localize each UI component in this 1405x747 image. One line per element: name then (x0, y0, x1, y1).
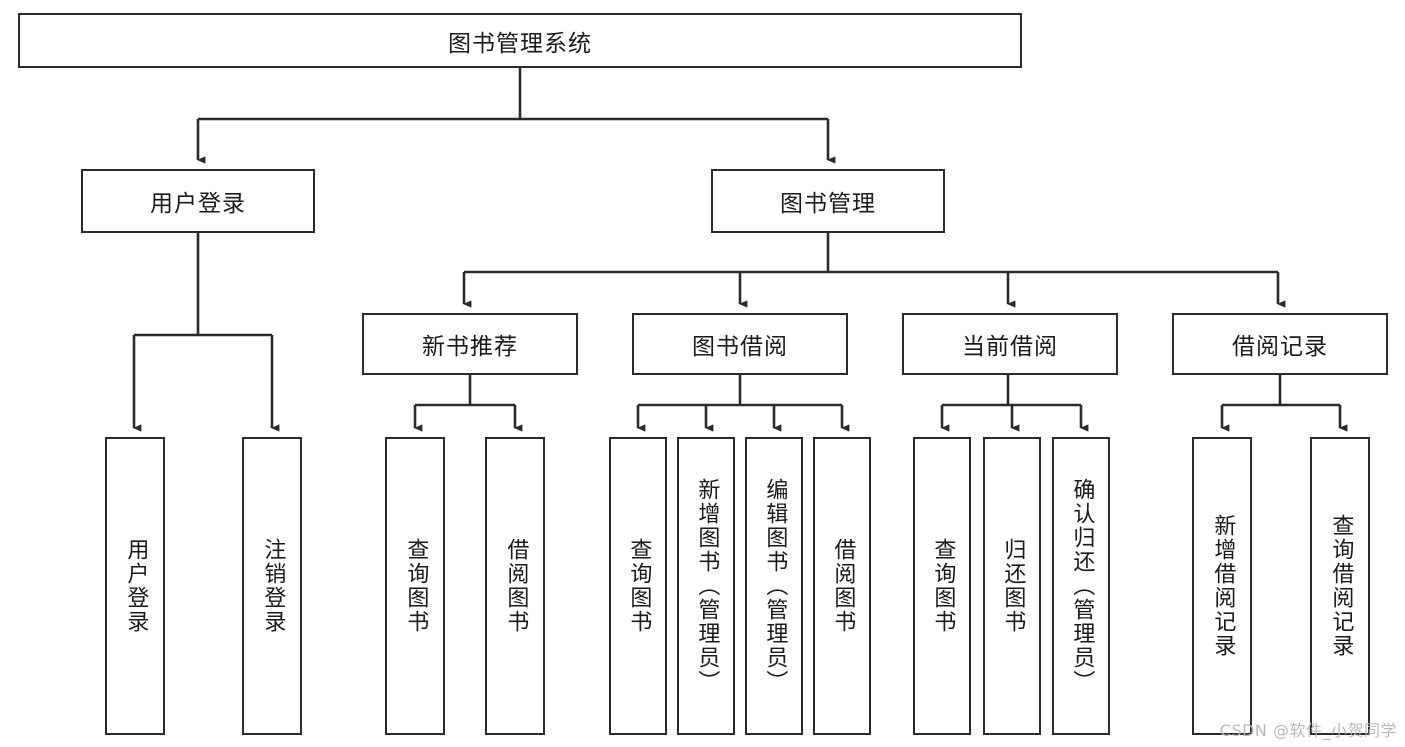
leaf-query-book-current[interactable]: 查询图书 (913, 437, 971, 735)
leaf-borrow-book-borrowing-label: 借阅图书 (830, 538, 856, 634)
leaf-add-book-admin-label: 新增图书（管理员） (694, 478, 720, 694)
leaf-query-borrowing-record[interactable]: 查询借阅记录 (1310, 437, 1370, 735)
leaf-user-login-label: 用户登录 (123, 538, 149, 634)
leaf-query-book-recommendation-label: 查询图书 (403, 538, 429, 634)
node-book-borrowing-label: 图书借阅 (692, 334, 788, 360)
leaf-query-book-current-label: 查询图书 (930, 538, 956, 634)
node-book-management[interactable]: 图书管理 (711, 169, 945, 233)
leaf-add-borrowing-record-label: 新增借阅记录 (1210, 514, 1236, 658)
node-book-management-label: 图书管理 (780, 191, 876, 217)
node-current-borrowing[interactable]: 当前借阅 (902, 313, 1118, 375)
node-borrowing-records-label: 借阅记录 (1232, 334, 1328, 360)
leaf-query-borrowing-record-label: 查询借阅记录 (1328, 514, 1354, 658)
node-root-label: 图书管理系统 (448, 30, 592, 57)
leaf-confirm-return-admin[interactable]: 确认归还（管理员） (1052, 437, 1110, 735)
leaf-edit-book-admin[interactable]: 编辑图书（管理员） (745, 437, 803, 735)
leaf-borrow-book-recommendation-label: 借阅图书 (503, 538, 529, 634)
csdn-watermark: CSDN @软件_小贺同学 (1219, 721, 1397, 740)
leaf-confirm-return-admin-label: 确认归还（管理员） (1069, 478, 1095, 694)
leaf-borrow-book-borrowing[interactable]: 借阅图书 (813, 437, 871, 735)
node-user-login[interactable]: 用户登录 (81, 169, 315, 233)
leaf-logout[interactable]: 注销登录 (242, 437, 302, 735)
leaf-logout-label: 注销登录 (260, 538, 286, 634)
node-current-borrowing-label: 当前借阅 (962, 334, 1058, 360)
node-new-book-recommendation-label: 新书推荐 (422, 334, 518, 360)
node-borrowing-records[interactable]: 借阅记录 (1172, 313, 1388, 375)
node-user-login-label: 用户登录 (150, 191, 246, 217)
node-root[interactable]: 图书管理系统 (18, 13, 1022, 68)
node-new-book-recommendation[interactable]: 新书推荐 (362, 313, 578, 375)
leaf-query-book-borrowing-label: 查询图书 (626, 538, 652, 634)
leaf-user-login[interactable]: 用户登录 (105, 437, 165, 735)
leaf-return-book[interactable]: 归还图书 (983, 437, 1041, 735)
leaf-return-book-label: 归还图书 (1000, 538, 1026, 634)
leaf-add-borrowing-record[interactable]: 新增借阅记录 (1192, 437, 1252, 735)
leaf-query-book-borrowing[interactable]: 查询图书 (609, 437, 667, 735)
leaf-query-book-recommendation[interactable]: 查询图书 (385, 437, 445, 735)
leaf-add-book-admin[interactable]: 新增图书（管理员） (677, 437, 735, 735)
leaf-edit-book-admin-label: 编辑图书（管理员） (762, 478, 788, 694)
leaf-borrow-book-recommendation[interactable]: 借阅图书 (485, 437, 545, 735)
node-book-borrowing[interactable]: 图书借阅 (632, 313, 848, 375)
